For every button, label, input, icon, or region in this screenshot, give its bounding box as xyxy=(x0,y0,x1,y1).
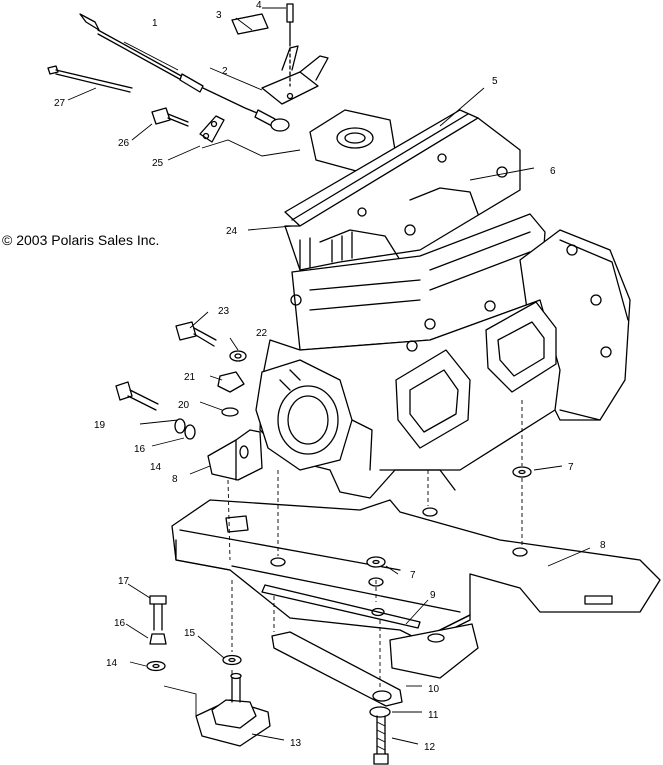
bracket-part xyxy=(231,3,329,105)
callout-19: 19 xyxy=(94,420,106,431)
callout-8-plate: 8 xyxy=(600,540,606,551)
rod-part xyxy=(47,65,133,93)
callout-6: 6 xyxy=(550,166,556,177)
callout-25: 25 xyxy=(152,158,164,169)
callout-7-right: 7 xyxy=(568,462,574,473)
callout-14-lower: 14 xyxy=(106,658,118,669)
callout-20: 20 xyxy=(178,400,190,411)
callout-labels: 1 2 3 4 5 6 7 7 8 8 9 10 11 12 13 14 14 … xyxy=(54,0,606,753)
callout-4: 4 xyxy=(256,0,262,11)
callout-3: 3 xyxy=(216,10,222,21)
callout-7-center: 7 xyxy=(410,570,416,581)
bolt-part-12 xyxy=(373,715,389,765)
callout-2: 2 xyxy=(222,66,228,77)
upper-fasteners xyxy=(115,321,263,481)
mounting-plate xyxy=(171,499,661,646)
callout-16-lower: 16 xyxy=(114,618,126,629)
callout-15: 15 xyxy=(184,628,196,639)
link-part-25 xyxy=(199,115,225,143)
alignment-lines xyxy=(67,7,591,745)
callout-10: 10 xyxy=(428,684,440,695)
callout-8-bracket: 8 xyxy=(172,474,178,485)
rubber-mount-13 xyxy=(195,672,271,747)
screw-part-26 xyxy=(151,107,189,127)
callout-11: 11 xyxy=(428,710,439,721)
callout-13: 13 xyxy=(290,738,302,749)
strap-part-10-11 xyxy=(271,631,403,718)
engine-block xyxy=(255,109,631,499)
lower-fasteners xyxy=(146,595,242,672)
callout-9: 9 xyxy=(430,590,436,601)
throttle-cable xyxy=(79,13,290,132)
callout-16-upper: 16 xyxy=(134,444,146,455)
callout-23: 23 xyxy=(218,306,230,317)
callout-1: 1 xyxy=(152,18,158,29)
callout-27: 27 xyxy=(54,98,66,109)
washers-7 xyxy=(366,466,532,568)
callout-12: 12 xyxy=(424,742,436,753)
callout-24: 24 xyxy=(226,226,238,237)
callout-17: 17 xyxy=(118,576,130,587)
copyright-notice: © 2003 Polaris Sales Inc. xyxy=(2,232,160,248)
callout-26: 26 xyxy=(118,138,130,149)
callout-21: 21 xyxy=(184,372,196,383)
plate-part-9 xyxy=(389,623,479,679)
callout-22: 22 xyxy=(256,328,268,339)
callout-14-upper: 14 xyxy=(150,462,162,473)
callout-5: 5 xyxy=(492,76,498,87)
